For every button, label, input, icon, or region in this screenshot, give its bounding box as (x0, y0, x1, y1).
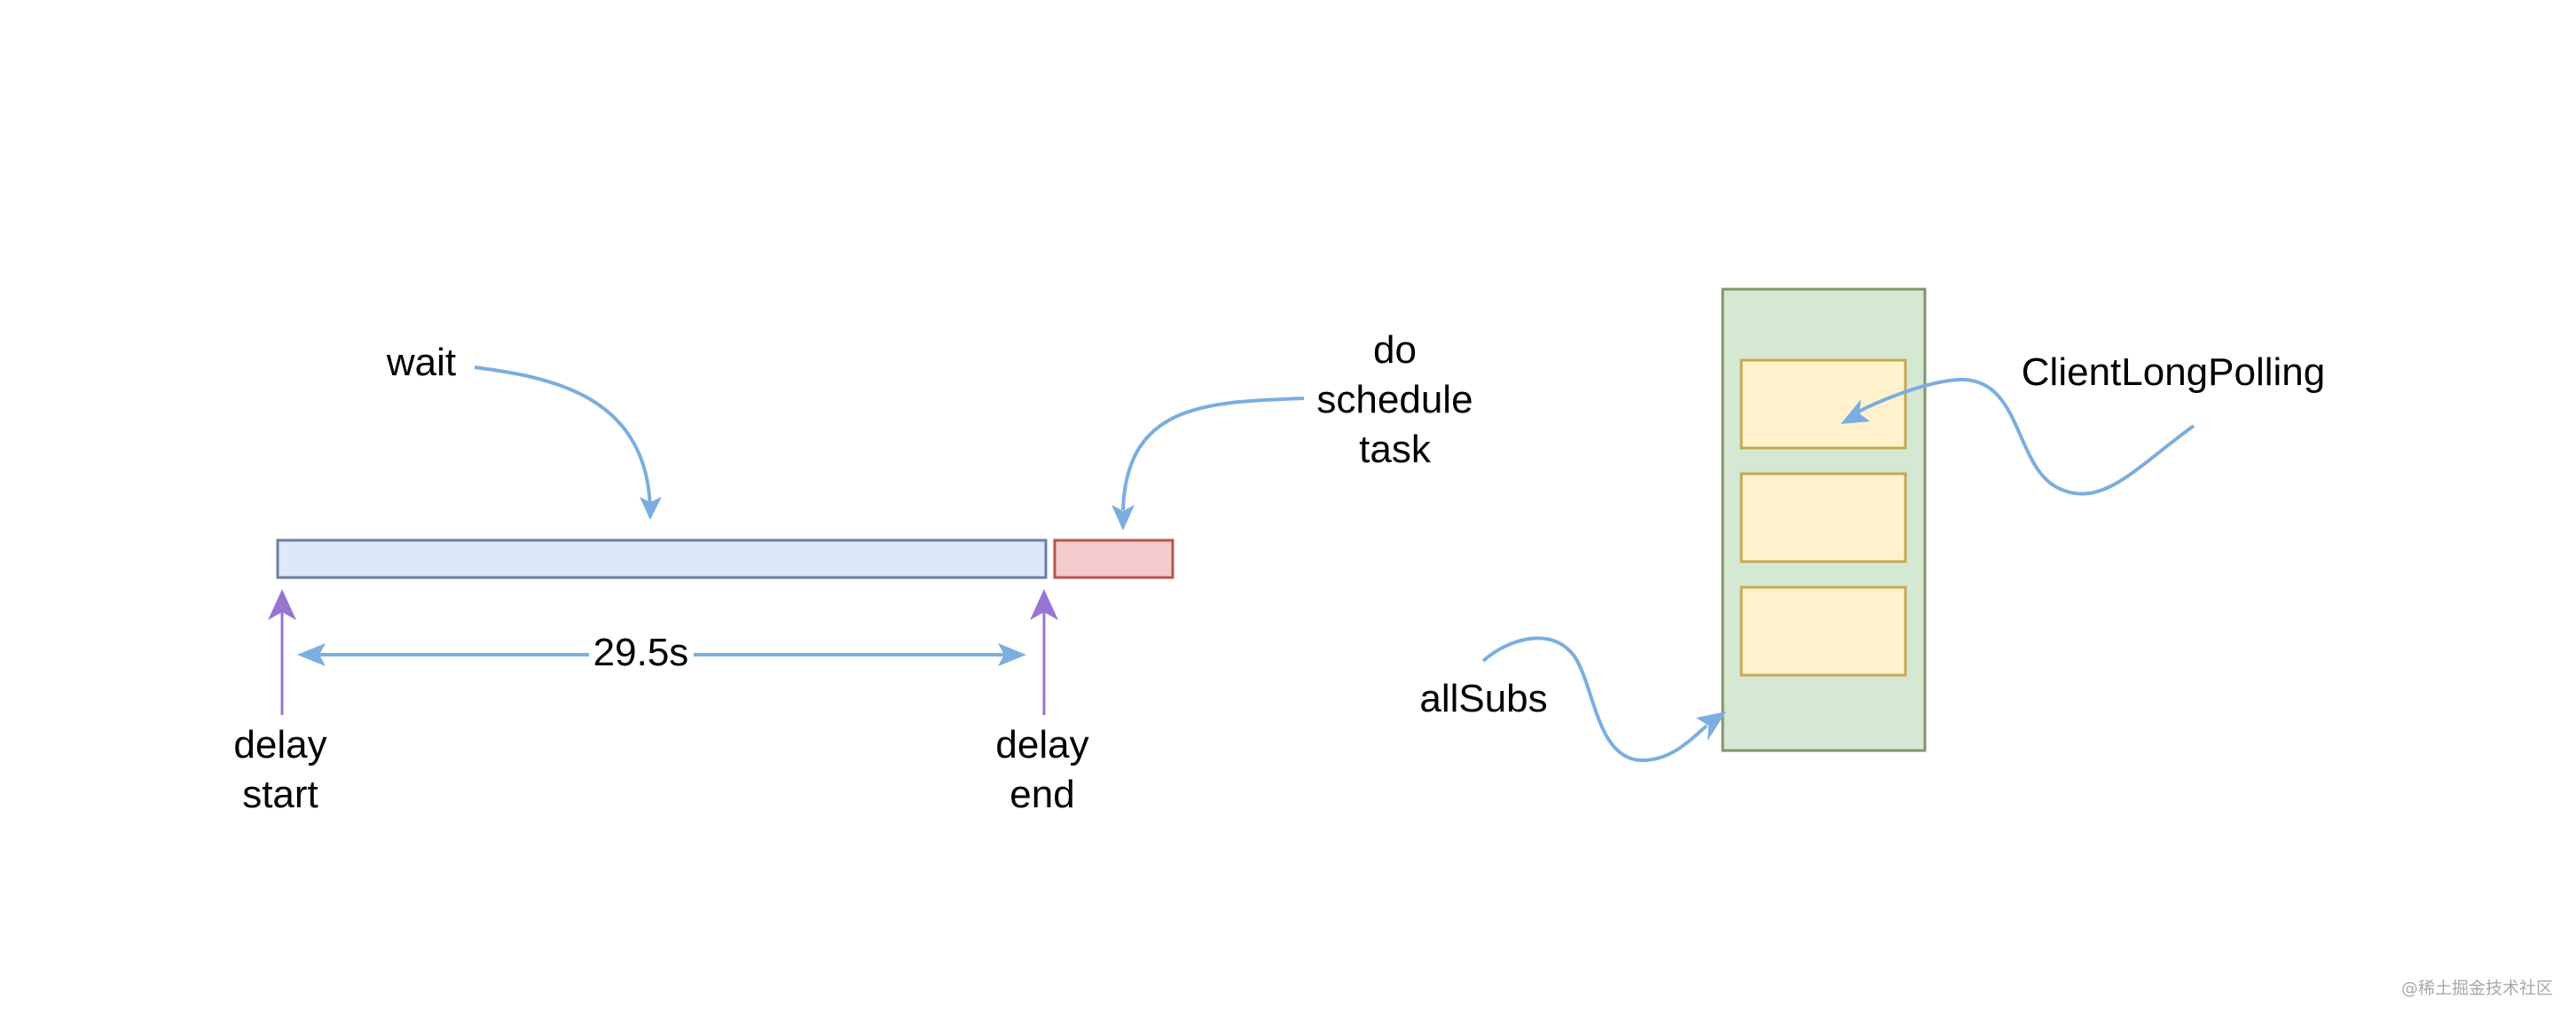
client-long-polling-slot-3 (1740, 586, 1907, 677)
schedule-task-bar (1053, 539, 1174, 579)
client-long-polling-slot-1 (1740, 358, 1907, 450)
delay-end-marker-head (1030, 589, 1058, 620)
wait-arrow (474, 366, 653, 518)
delay-end-line-2: end (1009, 773, 1075, 816)
client-long-polling-arrow (1854, 377, 2195, 496)
delay-end-line-1: delay (995, 723, 1089, 766)
delay-start-line-2: start (242, 773, 318, 816)
client-long-polling-label: ClientLongPolling (2021, 350, 2326, 394)
wait-bar (276, 539, 1048, 579)
wait-arrowhead (640, 497, 662, 520)
duration-label: 29.5s (593, 631, 689, 674)
delay-start-line-1: delay (233, 723, 327, 766)
duration-arrowhead-right (998, 643, 1026, 666)
all-subs-arrowhead (1696, 711, 1726, 741)
all-subs-arrow (1481, 636, 1708, 763)
watermark: @稀土掘金技术社区 (2400, 979, 2553, 998)
delay-end-label: delay end (954, 720, 1131, 820)
wait-label: wait (386, 341, 457, 384)
all-subs-label: allSubs (1419, 677, 1548, 720)
do-schedule-task-line-2: schedule (1316, 378, 1473, 421)
do-schedule-task-line-1: do (1373, 328, 1417, 372)
do-schedule-task-line-3: task (1359, 428, 1431, 471)
do-schedule-task-label: do schedule task (1295, 326, 1495, 475)
delay-start-marker-head (268, 589, 296, 620)
client-long-polling-slot-2 (1740, 472, 1907, 563)
schedule-task-arrowhead (1111, 505, 1135, 531)
delay-start-label: delay start (192, 720, 369, 820)
duration-arrowhead-left (297, 643, 326, 666)
schedule-task-arrow (1121, 397, 1305, 511)
client-long-polling-arrowhead (1841, 399, 1870, 424)
